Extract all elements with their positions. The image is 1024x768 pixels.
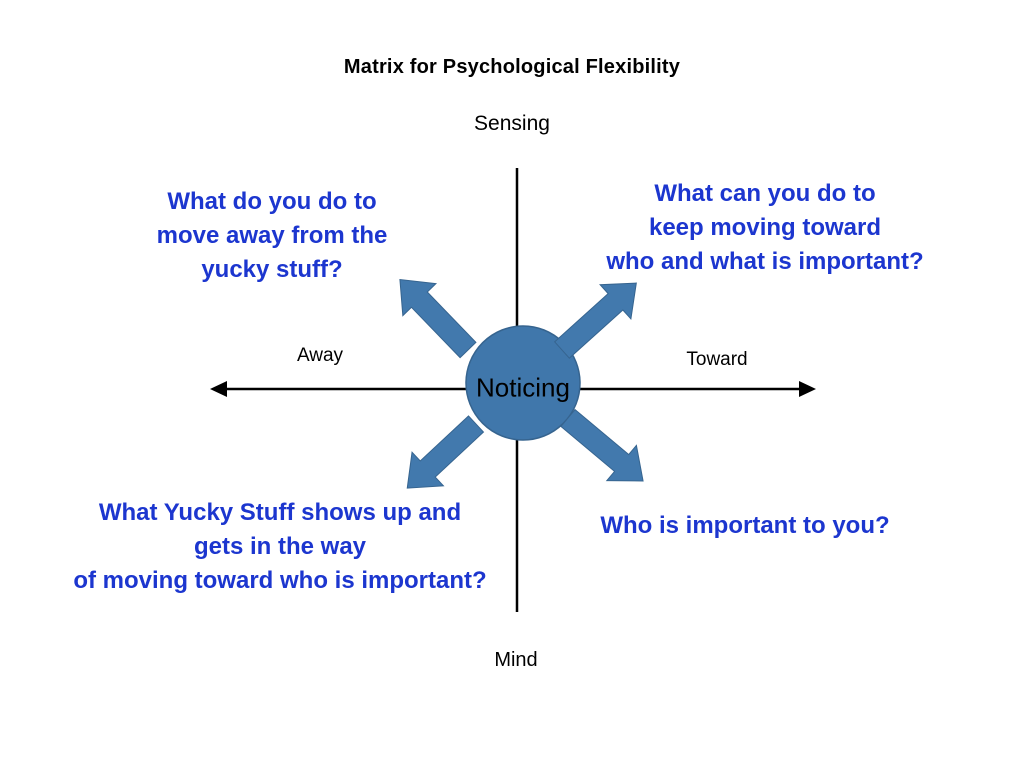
quadrant-text-top-right: What can you do to keep moving toward wh…	[606, 180, 924, 275]
arrow-down-right-icon	[560, 408, 644, 482]
noticing-circle	[465, 325, 581, 441]
quadrant-text-bottom-right: Who is important to you?	[600, 512, 890, 539]
arrow-up-right-icon	[553, 282, 637, 359]
arrow-up-left-icon	[399, 278, 477, 359]
axis-label-sensing: Sensing	[474, 112, 550, 135]
left-arrowhead-icon	[210, 381, 227, 397]
axis-label-mind: Mind	[494, 649, 538, 671]
page-title: Matrix for Psychological Flexibility	[343, 56, 681, 78]
noticing-label: Noticing	[476, 372, 570, 403]
right-arrowhead-icon	[799, 381, 816, 397]
arrow-down-left-icon	[406, 415, 485, 489]
axis-label-away: Away	[296, 345, 344, 366]
quadrant-text-top-left: What do you do to move away from the yuc…	[156, 188, 388, 283]
axis-label-toward: Toward	[686, 349, 748, 370]
quadrant-text-bottom-left: What Yucky Stuff shows up and gets in th…	[73, 499, 487, 594]
